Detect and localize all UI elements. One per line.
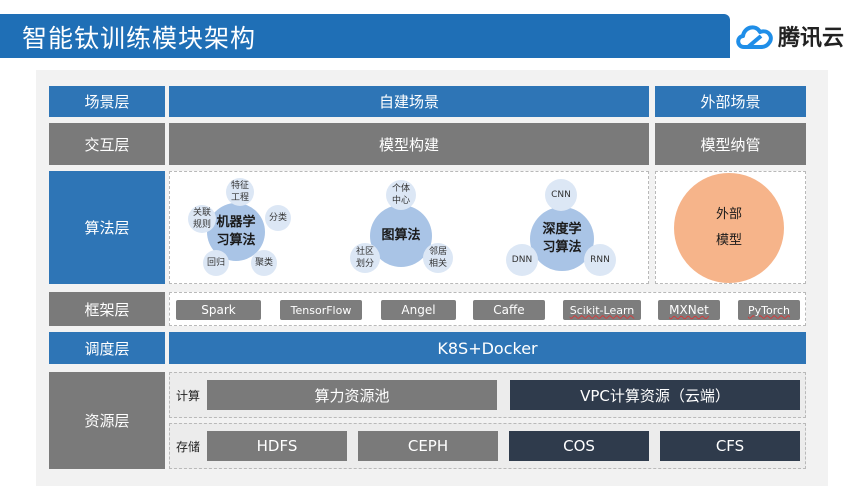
storage-ceph: CEPH — [358, 431, 498, 461]
ml-clustering: 聚类 — [251, 250, 277, 276]
graph-ego-centric: 个体 中心 — [386, 180, 416, 210]
ml-regression: 回归 — [203, 250, 229, 276]
dl-algorithm-circle: 深度学 习算法 — [530, 207, 594, 271]
framework-tensorflow: TensorFlow — [280, 300, 362, 320]
framework-mxnet-label: MXNet — [669, 303, 709, 317]
layer-label-resource: 资源层 — [49, 372, 165, 469]
compute-pool: 算力资源池 — [207, 380, 497, 410]
storage-cfs: CFS — [660, 431, 800, 461]
external-scene: 外部场景 — [655, 86, 806, 117]
storage-cos: COS — [509, 431, 649, 461]
tencent-cloud-logo-icon — [736, 25, 773, 49]
logo-text: 腾讯云 — [778, 26, 845, 51]
framework-scikit-learn-label: Scikit-Learn — [569, 303, 635, 317]
framework-mxnet: MXNet — [658, 300, 720, 320]
framework-pytorch-label: PyTorch — [747, 303, 791, 317]
compute-label: 计算 — [175, 388, 200, 403]
layer-label-framework: 框架层 — [49, 292, 165, 326]
page-title: 智能钛训练模块架构 — [22, 24, 257, 53]
framework-caffe: Caffe — [473, 300, 545, 320]
layer-label-interaction: 交互层 — [49, 123, 165, 165]
graph-algorithm-circle: 图算法 — [370, 205, 432, 267]
external-model-circle: 外部 模型 — [674, 173, 784, 283]
ml-feature-engineering: 特征 工程 — [226, 178, 254, 206]
storage-hdfs: HDFS — [207, 431, 347, 461]
ml-classification: 分类 — [265, 205, 291, 231]
model-build: 模型构建 — [169, 123, 649, 165]
layer-label-scene: 场景层 — [49, 86, 165, 117]
graph-neighbor-relation: 邻居 相关 — [423, 243, 453, 273]
framework-scikit-learn: Scikit-Learn — [563, 300, 641, 320]
dl-dnn: DNN — [506, 244, 538, 276]
ml-algorithm-circle: 机器学 习算法 — [207, 203, 265, 261]
scheduling-k8s-docker: K8S+Docker — [169, 332, 806, 364]
dl-rnn: RNN — [584, 244, 616, 276]
framework-angel: Angel — [381, 300, 456, 320]
ml-association-rules: 关联 规则 — [188, 205, 216, 233]
storage-label: 存储 — [175, 439, 200, 454]
vpc-compute: VPC计算资源（云端） — [510, 380, 800, 410]
framework-spark: Spark — [176, 300, 261, 320]
layer-label-algorithm: 算法层 — [49, 171, 165, 284]
framework-pytorch: PyTorch — [738, 300, 800, 320]
dl-cnn: CNN — [545, 179, 577, 211]
model-manage: 模型纳管 — [655, 123, 806, 165]
layer-label-scheduling: 调度层 — [49, 332, 165, 364]
self-built-scene: 自建场景 — [169, 86, 649, 117]
graph-community-division: 社区 划分 — [350, 243, 380, 273]
title-bar — [0, 14, 730, 58]
